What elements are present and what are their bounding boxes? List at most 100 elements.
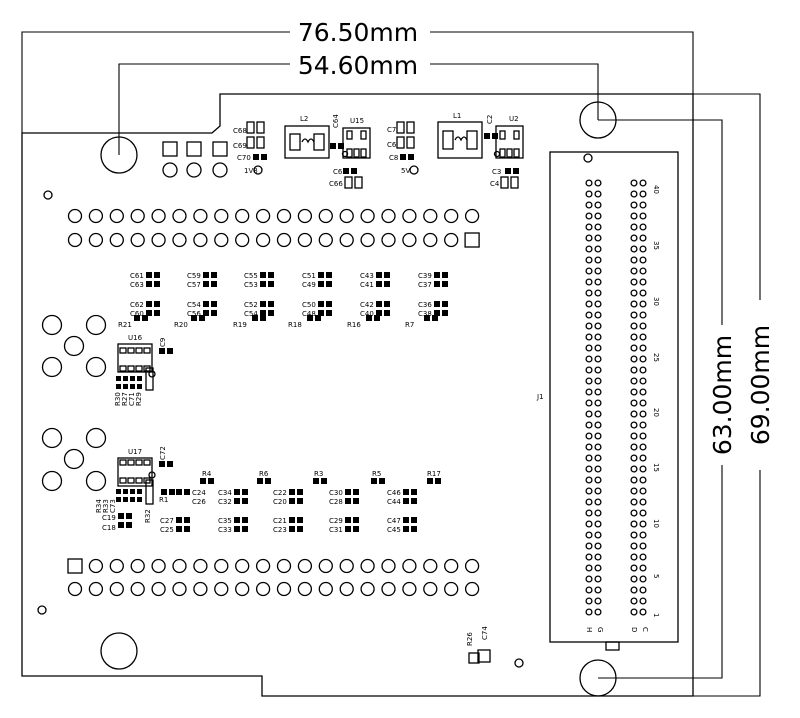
label-u2: U2 (509, 115, 519, 123)
connector-pin (630, 564, 638, 572)
smd-pad (268, 281, 274, 287)
header-pin (381, 208, 396, 224)
header-pin (464, 208, 480, 224)
header-pin (67, 581, 83, 597)
connector-pin (585, 454, 593, 462)
label-c6: C6 (387, 141, 397, 149)
component-label: R33 (102, 499, 110, 513)
connector-pin (639, 344, 647, 352)
component-label: C35 (218, 517, 232, 525)
connector-pin (594, 553, 602, 561)
connector-pin (639, 355, 647, 363)
row-number: 40 (652, 185, 660, 194)
smd-pad (353, 498, 359, 504)
component-label: C20 (273, 498, 287, 506)
ic-pad (135, 477, 143, 484)
connector-pin (639, 509, 647, 517)
smd-pad (123, 376, 128, 381)
smd-pad (411, 498, 417, 504)
connector-pin (594, 421, 602, 429)
smd-pad (268, 301, 274, 307)
connector-pin (585, 553, 593, 561)
label-c19: C19 (102, 514, 116, 522)
header-pin (130, 581, 145, 597)
smd-pad (134, 315, 140, 321)
connector-pin (639, 223, 647, 231)
header-pin (255, 581, 271, 597)
smd-pad (123, 497, 128, 502)
cap-pad (510, 176, 519, 189)
connector-pin (594, 245, 602, 253)
label-r19: R19 (233, 321, 247, 329)
header-pin (423, 581, 438, 597)
connector-pin (630, 520, 638, 528)
smd-pad (307, 315, 313, 321)
smd-pad (234, 489, 240, 495)
smd-pad (176, 489, 182, 495)
smd-pad (318, 281, 324, 287)
smd-pad (289, 498, 295, 504)
label-5v: 5V (401, 167, 410, 175)
cap-pad (406, 121, 415, 134)
header-pin (193, 581, 208, 597)
header-pin (423, 232, 438, 248)
header-pin (193, 232, 208, 248)
connector-pin (630, 344, 638, 352)
coax-pad (85, 427, 107, 449)
header-pin (464, 581, 480, 597)
connector-pin (630, 201, 638, 209)
smd-pad (345, 517, 351, 523)
smd-pad (130, 497, 135, 502)
row-number: 15 (652, 463, 660, 472)
smd-pad (353, 517, 359, 523)
smd-pad (434, 272, 440, 278)
label-c64: C64 (332, 114, 340, 128)
ic-pad (135, 365, 143, 372)
smd-pad (242, 517, 248, 523)
header-pin (151, 581, 166, 597)
smd-pad (146, 301, 152, 307)
component-label: C49 (302, 281, 316, 289)
header-pin (255, 558, 271, 574)
row-number: 30 (652, 297, 660, 306)
connector-pin (630, 410, 638, 418)
connector-pin (585, 190, 593, 198)
connector-pin (639, 201, 647, 209)
smd-pad (424, 315, 430, 321)
connector-pin (639, 245, 647, 253)
smd-pad (199, 315, 205, 321)
label-c3: C3 (492, 168, 501, 176)
header-pin (276, 581, 292, 597)
smd-pad (297, 517, 303, 523)
res-outline (145, 367, 154, 391)
component-label: C61 (130, 272, 144, 280)
label-u15: U15 (350, 117, 364, 125)
connector-pin (594, 520, 602, 528)
connector-pin (639, 377, 647, 385)
smd-pad (345, 498, 351, 504)
cap-pad (406, 136, 415, 149)
connector-pin (585, 278, 593, 286)
connector-pin (594, 355, 602, 363)
component-label: C52 (244, 301, 258, 309)
connector-pin (594, 564, 602, 572)
cap-pad (354, 176, 363, 189)
connector-pin (639, 179, 647, 187)
component-label: C71 (128, 392, 136, 406)
header-pin (360, 232, 375, 248)
header-pin (130, 232, 145, 248)
smd-pad (268, 272, 274, 278)
header-pin (402, 208, 417, 224)
smd-pad (260, 315, 266, 321)
label-c66: C66 (329, 180, 343, 188)
connector-pin (585, 542, 593, 550)
smd-pad (411, 489, 417, 495)
smd-pad (130, 384, 135, 389)
connector-pin (594, 256, 602, 264)
connector-pin (594, 542, 602, 550)
smd-pad (159, 461, 165, 467)
header-pin (381, 558, 396, 574)
label-r16: R16 (347, 321, 361, 329)
header-pin (464, 558, 480, 574)
